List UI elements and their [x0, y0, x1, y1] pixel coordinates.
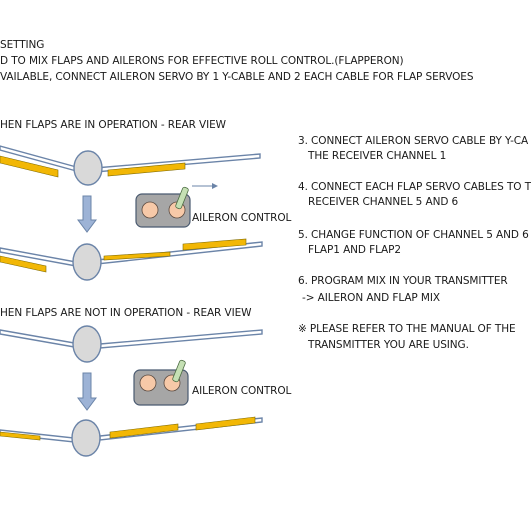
control-stick	[172, 359, 186, 383]
step-3-line-2: THE RECEIVER CHANNEL 1	[308, 150, 447, 162]
right-wing	[99, 329, 263, 349]
right-flap	[109, 423, 179, 439]
wing-neutral-flaps-down	[0, 145, 261, 186]
header-line-2: D TO MIX FLAPS AND AILERONS FOR EFFECTIV…	[0, 55, 404, 67]
aileron-control-label: AILERON CONTROL	[192, 212, 292, 224]
note-line-1: ※ PLEASE REFER TO THE MANUAL OF THE	[298, 323, 516, 335]
wing-aileron-right	[0, 416, 263, 457]
right-arrow-icon	[212, 183, 218, 189]
wing-neutral-flaps-up	[0, 325, 263, 363]
aileron-control-label: AILERON CONTROL	[192, 385, 292, 397]
step-4-line-1: 4. CONNECT EACH FLAP SERVO CABLES TO T	[298, 181, 531, 193]
right-flap	[182, 238, 247, 251]
step-6-line-2: -> AILERON AND FLAP MIX	[302, 292, 440, 304]
wing-diagram	[0, 145, 263, 457]
note-line-2: TRANSMITTER YOU ARE USING.	[308, 339, 469, 351]
down-arrow-icon	[77, 195, 97, 233]
step-4-line-2: RECEIVER CHANNEL 5 AND 6	[308, 196, 459, 208]
fuselage	[71, 419, 101, 457]
fuselage	[72, 243, 102, 281]
left-wing	[0, 329, 81, 349]
wing-aileron-left	[0, 238, 263, 281]
left-flap	[0, 155, 59, 178]
left-flap	[0, 431, 41, 441]
control-stick	[175, 186, 189, 210]
transmitter-box	[135, 183, 218, 228]
left-gimbal	[141, 201, 159, 219]
step-3-line-1: 3. CONNECT AILERON SERVO CABLE BY Y-CA	[298, 135, 529, 147]
step-5-line-2: FLAP1 AND FLAP2	[308, 244, 401, 256]
fuselage	[72, 325, 102, 363]
step-6-line-1: 6. PROGRAM MIX IN YOUR TRANSMITTER	[298, 275, 508, 287]
left-gimbal	[139, 374, 157, 392]
header-line-1: SETTING	[0, 39, 45, 51]
right-flap-lower	[103, 251, 171, 261]
right-flap	[107, 162, 186, 177]
step-5-line-1: 5. CHANGE FUNCTION OF CHANNEL 5 AND 6	[298, 229, 529, 241]
transmitter-box	[133, 359, 189, 406]
left-flap	[0, 255, 47, 273]
fuselage	[73, 150, 103, 186]
section-title-flaps-on: HEN FLAPS ARE IN OPERATION - REAR VIEW	[0, 119, 226, 131]
down-arrow-icon	[77, 372, 97, 411]
section-title-flaps-off: HEN FLAPS ARE NOT IN OPERATION - REAR VI…	[0, 307, 252, 319]
right-flap-outer	[195, 416, 256, 431]
header-line-3: VAILABLE, CONNECT AILERON SERVO BY 1 Y-C…	[0, 71, 474, 83]
